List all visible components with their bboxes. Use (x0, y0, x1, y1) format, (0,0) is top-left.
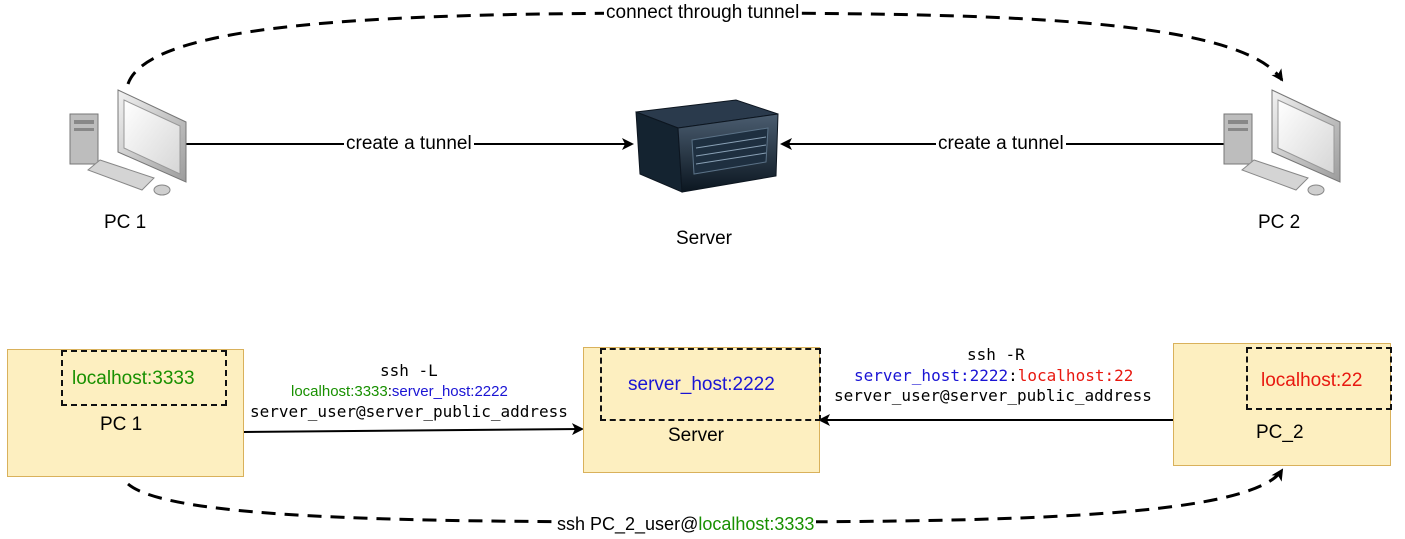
server-label: Server (676, 228, 732, 249)
connect-through-tunnel-label: connect through tunnel (604, 2, 802, 24)
pc1-node: localhost:3333 PC 1 (7, 349, 244, 477)
pc1-port: localhost:3333 (72, 368, 195, 389)
pc2-node-label: PC_2 (1256, 422, 1304, 443)
ssh-r-command: ssh -R (967, 345, 1025, 364)
ssh-l-forward-spec: localhost:3333:server_host:2222 (291, 382, 508, 401)
ssh-final-prefix: ssh PC_2_user@ (557, 514, 699, 534)
server-node: server_host:2222 Server (583, 347, 821, 473)
tunnel-left-label: create a tunnel (344, 133, 474, 155)
pc1-label: PC 1 (104, 212, 147, 233)
ssh-final-label: ssh PC_2_user@localhost:3333 (555, 513, 817, 535)
pc2-port-box: localhost:22 (1246, 347, 1392, 410)
ssh-l-command: ssh -L (380, 361, 438, 380)
server-port-box: server_host:2222 (600, 348, 821, 421)
ssh-l-remote: server_host:2222 (391, 383, 508, 400)
pc2-label: PC 2 (1258, 212, 1301, 233)
ssh-l-sep: : (387, 383, 392, 400)
ssh-r-remote: server_host:2222 (854, 366, 1009, 385)
tunnel-right-label: create a tunnel (936, 133, 1066, 155)
ssh-r-forward-spec: server_host:2222:localhost:22 (854, 366, 1133, 386)
pc1-computer-icon (69, 89, 187, 196)
ssh-l-arrow (242, 423, 584, 436)
ssh-r-local: localhost:22 (1017, 366, 1134, 385)
server-node-label: Server (668, 425, 724, 446)
pc2-port: localhost:22 (1261, 370, 1363, 391)
pc2-node: localhost:22 PC_2 (1173, 343, 1392, 466)
server-rack-icon (635, 99, 779, 193)
ssh-r-target: server_user@server_public_address (834, 386, 1152, 405)
ssh-l-target: server_user@server_public_address (250, 402, 568, 421)
ssh-r-sep: : (1008, 366, 1018, 385)
server-port: server_host:2222 (628, 374, 775, 395)
pc1-node-label: PC 1 (100, 414, 143, 435)
ssh-final-host: localhost:3333 (698, 514, 815, 534)
pc1-port-box: localhost:3333 (61, 350, 227, 406)
pc2-computer-icon (1223, 89, 1341, 196)
ssh-l-local: localhost:3333 (291, 383, 388, 400)
